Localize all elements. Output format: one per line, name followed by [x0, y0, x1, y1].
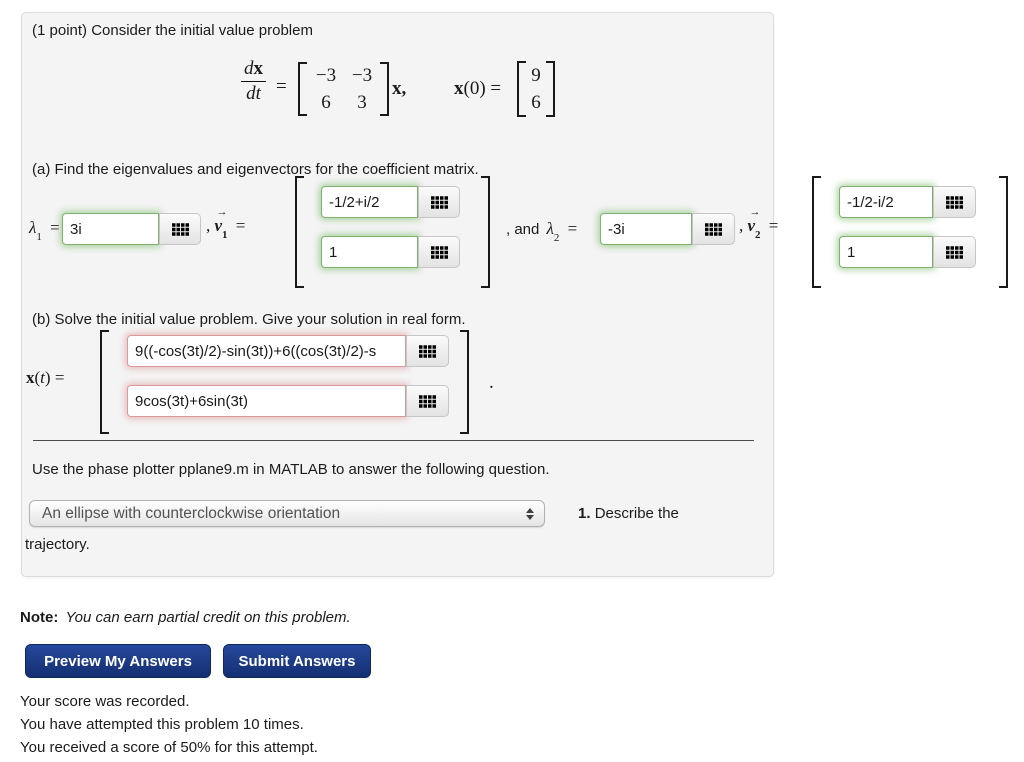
vector-arrow-icon: →: [216, 206, 228, 218]
lambda1-input[interactable]: [62, 213, 159, 245]
ic-cell: 9: [531, 64, 541, 86]
preview-answers-button[interactable]: Preview My Answers: [25, 644, 211, 678]
v1-label: , →v1 =: [206, 206, 246, 242]
grid-icon: [430, 245, 448, 259]
v1-right-bracket: [481, 176, 490, 288]
problem-panel: [21, 12, 774, 577]
score-recorded-text: Your score was recorded.: [20, 693, 190, 710]
dxdt-fraction: dx dt: [241, 58, 266, 105]
v2-right-bracket: [999, 176, 1008, 288]
lambda1-label: λ1 =: [29, 218, 60, 244]
equation-editor-button[interactable]: [933, 236, 976, 268]
grid-icon: [430, 195, 448, 209]
xt-left-bracket: [100, 330, 109, 434]
xt-right-bracket: [460, 330, 469, 434]
submit-answers-button[interactable]: Submit Answers: [223, 644, 371, 678]
problem-intro: (1 point) Consider the initial value pro…: [32, 22, 313, 39]
matrix-a-right-bracket: [380, 62, 389, 116]
ic-cell: 6: [531, 91, 541, 113]
grid-icon: [419, 344, 436, 358]
initial-condition-label: x(0) =: [454, 78, 502, 99]
v1-entry-input[interactable]: [321, 186, 418, 218]
grid-icon: [171, 222, 189, 236]
v2-label: , →v2 =: [739, 206, 779, 242]
lambda2-label: , and λ2 =: [506, 219, 578, 245]
trajectory-select[interactable]: An ellipse with counterclockwise orienta…: [29, 500, 545, 527]
lambda2-input[interactable]: [600, 213, 692, 245]
matrix-a-left-bracket: [298, 62, 307, 116]
question-wrap-text: trajectory.: [25, 536, 90, 553]
x-variable: x,: [392, 78, 407, 99]
xt-entry-input[interactable]: [127, 385, 406, 417]
sentence-period: .: [489, 372, 494, 393]
v1-left-bracket: [295, 176, 304, 288]
v2-left-bracket: [812, 176, 821, 288]
ic-vector: 9 6: [527, 62, 545, 116]
part-a-heading: (a) Find the eigenvalues and eigenvector…: [32, 161, 479, 178]
equation-editor-button[interactable]: [406, 335, 449, 367]
score-percent-text: You received a score of 50% for this att…: [20, 739, 318, 756]
equation-editor-button[interactable]: [933, 186, 976, 218]
equation-editor-button[interactable]: [692, 213, 735, 245]
v2-entry-input[interactable]: [839, 186, 933, 218]
equation-editor-button[interactable]: [418, 186, 460, 218]
grid-icon: [419, 394, 436, 408]
select-spinner-icon: [526, 507, 534, 520]
xt-entry-input[interactable]: [127, 335, 406, 367]
matrix-cell: −3: [351, 64, 373, 86]
matrix-cell: −3: [315, 64, 337, 86]
matrix-a: −3 −3 6 3: [308, 62, 380, 116]
phase-instruction: Use the phase plotter pplane9.m in MATLA…: [32, 461, 550, 478]
part-b-heading: (b) Solve the initial value problem. Giv…: [32, 311, 466, 328]
divider: [33, 440, 754, 441]
trajectory-select-value: An ellipse with counterclockwise orienta…: [42, 504, 341, 522]
equals-sign: =: [276, 76, 287, 97]
equation-editor-button[interactable]: [159, 213, 201, 245]
ic-right-bracket: [546, 61, 555, 117]
grid-icon: [946, 245, 963, 259]
equation-editor-button[interactable]: [418, 236, 460, 268]
ic-left-bracket: [517, 61, 526, 117]
matrix-cell: 6: [321, 91, 331, 113]
grid-icon: [946, 195, 963, 209]
v2-entry-input[interactable]: [839, 236, 933, 268]
question-label: 1. Describe the: [578, 505, 679, 522]
vector-arrow-icon: →: [749, 206, 761, 218]
matrix-cell: 3: [357, 91, 367, 113]
xt-label: x(t) =: [26, 368, 65, 387]
partial-credit-note: Note: You can earn partial credit on thi…: [20, 609, 351, 626]
equation-editor-button[interactable]: [406, 385, 449, 417]
attempts-text: You have attempted this problem 10 times…: [20, 716, 304, 733]
v1-entry-input[interactable]: [321, 236, 418, 268]
grid-icon: [705, 222, 722, 236]
